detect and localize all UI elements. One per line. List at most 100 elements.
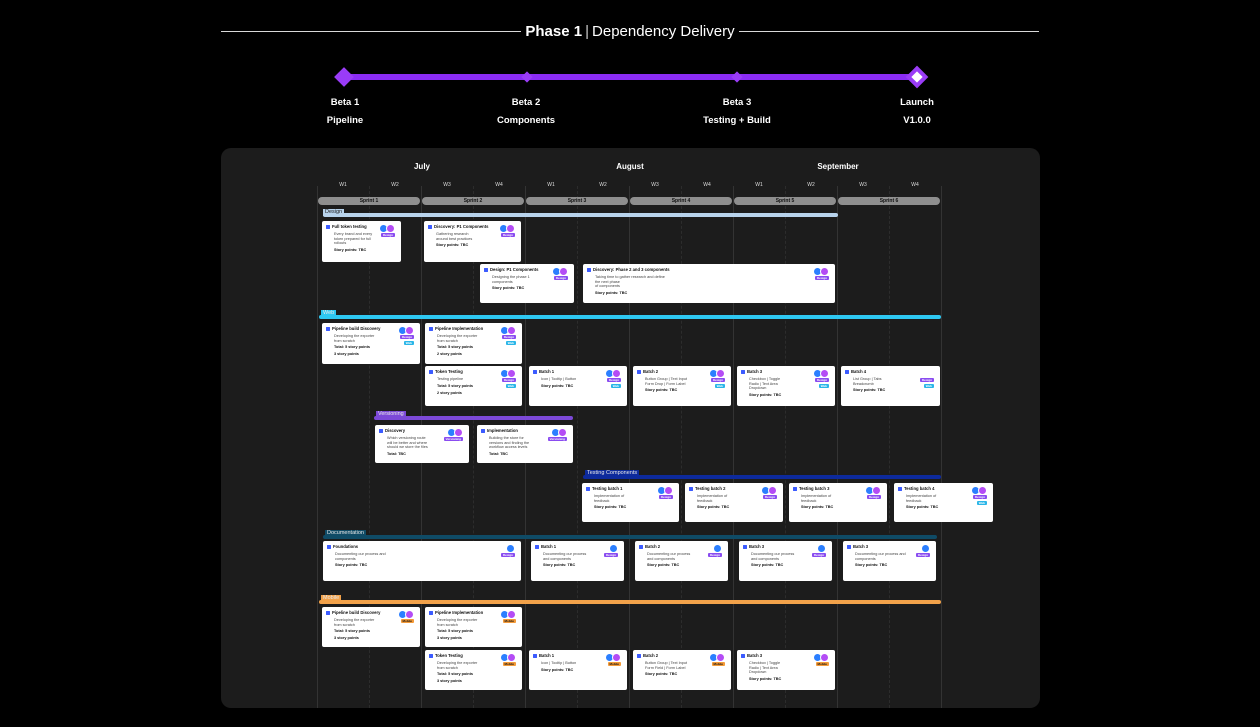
task-checkbox-icon[interactable] [587,267,591,272]
task-checkbox-icon[interactable] [429,610,433,615]
avatar-icon[interactable] [405,326,414,335]
tag-badge[interactable]: Design [501,335,516,339]
task-checkbox-icon[interactable] [326,224,330,229]
tag-badge[interactable]: Design [915,553,930,557]
tag-badge[interactable]: Versioning [547,437,567,441]
avatar-icon[interactable] [507,610,516,619]
avatar-icon[interactable] [768,486,777,495]
task-checkbox-icon[interactable] [898,486,902,491]
tag-badge[interactable]: Mobile [711,662,725,666]
avatar-icon[interactable] [820,267,829,276]
tag-badge[interactable]: Design [501,378,516,382]
avatar-icon[interactable] [713,544,722,553]
sprint-6[interactable]: Sprint 6 [838,197,940,205]
tag-badge[interactable]: Web [923,383,934,388]
tag-badge[interactable]: Design [762,495,777,499]
task-checkbox-icon[interactable] [481,428,485,433]
avatar-icon[interactable] [716,653,725,662]
avatar-icon[interactable] [612,653,621,662]
tag-badge[interactable]: Design [866,495,881,499]
avatar-icon[interactable] [506,224,515,233]
avatar-icon[interactable] [558,428,567,437]
tag-badge[interactable]: Versioning [443,437,463,441]
task-checkbox-icon[interactable] [535,544,539,549]
tag-badge[interactable]: Design [658,495,673,499]
tag-badge[interactable]: Design [553,276,568,280]
tag-badge[interactable]: Design [811,553,826,557]
avatar-icon[interactable] [872,486,881,495]
tag-badge[interactable]: Web [976,500,987,505]
task-checkbox-icon[interactable] [793,486,797,491]
tag-badge[interactable]: Mobile [502,662,516,666]
milestone-marker-beta1[interactable] [334,67,354,87]
sprint-5[interactable]: Sprint 5 [734,197,836,205]
task-checkbox-icon[interactable] [379,428,383,433]
avatar-icon[interactable] [820,369,829,378]
tag-badge[interactable]: Design [380,233,395,237]
task-checkbox-icon[interactable] [639,544,643,549]
tag-badge[interactable]: Design [606,378,621,382]
avatar-icon[interactable] [507,653,516,662]
task-checkbox-icon[interactable] [428,224,432,229]
tag-badge[interactable]: Design [919,378,934,382]
tag-badge[interactable]: Design [500,233,515,237]
task-checkbox-icon[interactable] [689,486,693,491]
tag-badge[interactable]: Mobile [607,662,621,666]
tag-badge[interactable]: Design [500,553,515,557]
task-checkbox-icon[interactable] [429,369,433,374]
task-checkbox-icon[interactable] [484,267,488,272]
task-checkbox-icon[interactable] [637,653,641,658]
task-checkbox-icon[interactable] [326,610,330,615]
sprint-1[interactable]: Sprint 1 [318,197,420,205]
tag-badge[interactable]: Design [814,276,829,280]
sprint-4[interactable]: Sprint 4 [630,197,732,205]
milestone-marker-launch[interactable] [905,65,929,89]
task-checkbox-icon[interactable] [327,544,331,549]
sprint-3[interactable]: Sprint 3 [526,197,628,205]
tag-badge[interactable]: Design [710,378,725,382]
avatar-icon[interactable] [820,653,829,662]
avatar-icon[interactable] [454,428,463,437]
avatar-icon[interactable] [612,369,621,378]
tag-badge[interactable]: Design [972,495,987,499]
task-checkbox-icon[interactable] [637,369,641,374]
tag-badge[interactable]: Mobile [502,619,516,623]
tag-badge[interactable]: Web [403,340,414,345]
avatar-icon[interactable] [978,486,987,495]
sprint-2[interactable]: Sprint 2 [422,197,524,205]
avatar-icon[interactable] [716,369,725,378]
avatar-icon[interactable] [559,267,568,276]
task-checkbox-icon[interactable] [743,544,747,549]
tag-badge[interactable]: Web [505,340,516,345]
tag-badge[interactable]: Design [603,553,618,557]
avatar-icon[interactable] [405,610,414,619]
avatar-icon[interactable] [664,486,673,495]
tag-badge[interactable]: Web [714,383,725,388]
avatar-icon[interactable] [506,544,515,553]
task-checkbox-icon[interactable] [741,653,745,658]
tag-badge[interactable]: Web [610,383,621,388]
tag-badge[interactable]: Web [505,383,516,388]
task-checkbox-icon[interactable] [326,326,330,331]
avatar-icon[interactable] [507,369,516,378]
